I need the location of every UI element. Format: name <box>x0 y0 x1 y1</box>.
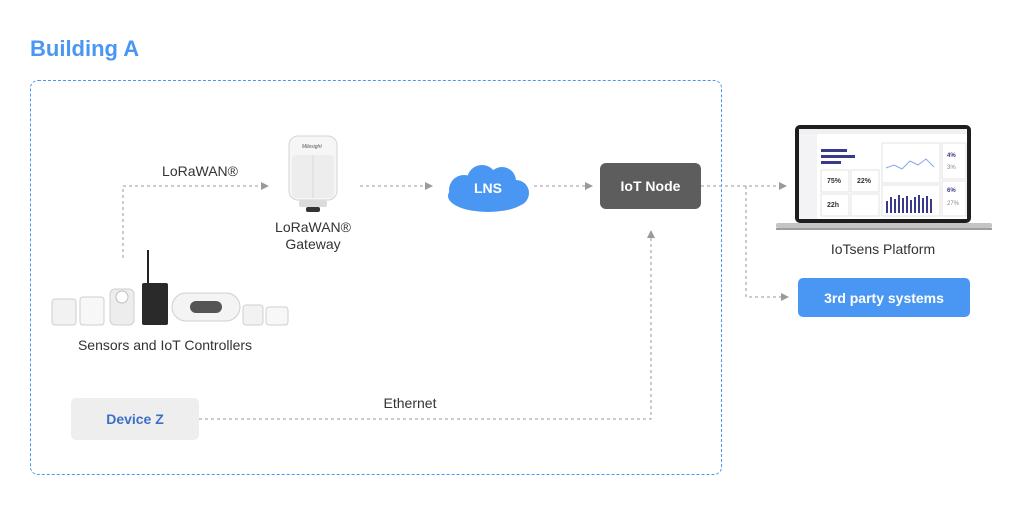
laptop-icon <box>776 125 992 230</box>
sensors-to-gateway-connector <box>122 182 269 258</box>
gateway-device: Milesight <box>287 133 339 215</box>
gateway-brand-logo: Milesight <box>302 144 322 150</box>
lns-label: LNS <box>474 180 502 196</box>
lns-node: LNS <box>440 162 536 214</box>
dashboard-stat: 22% <box>857 178 872 185</box>
sensors-icon <box>51 250 289 326</box>
device-z: Device Z <box>71 398 199 440</box>
dashboard-stat: 27% <box>947 201 960 207</box>
gateway-label: LoRaWAN® Gateway <box>263 219 363 253</box>
sensors-label: Sensors and IoT Controllers <box>77 337 253 353</box>
dashboard-stat: 6% <box>947 188 956 194</box>
building-title: Building A <box>30 36 140 61</box>
platform-laptop: 75% 22% 22h 4% 3% 6% 27% <box>776 123 992 231</box>
cloud-icon <box>448 165 529 212</box>
sensors-devices <box>44 245 294 330</box>
dashboard-stat: 3% <box>947 165 956 171</box>
device-z-to-iot-node-connector <box>199 230 655 420</box>
platform-label: IoTsens Platform <box>830 241 936 257</box>
platform-to-third-party-connector <box>745 186 789 301</box>
gateway-label-line1: LoRaWAN® <box>275 219 351 235</box>
building-boundary <box>30 80 722 475</box>
dashboard-stat: 4% <box>947 153 956 159</box>
gateway-icon <box>288 135 338 212</box>
dashboard-stat: 22h <box>827 202 840 209</box>
gateway-label-line2: Gateway <box>285 236 341 252</box>
third-party-systems: 3rd party systems <box>798 278 970 317</box>
iot-node: IoT Node <box>600 163 701 209</box>
ethernet-edge-label: Ethernet <box>383 395 437 411</box>
dashboard-stat: 75% <box>827 178 842 185</box>
lorawan-edge-label: LoRaWAN® <box>162 163 238 179</box>
